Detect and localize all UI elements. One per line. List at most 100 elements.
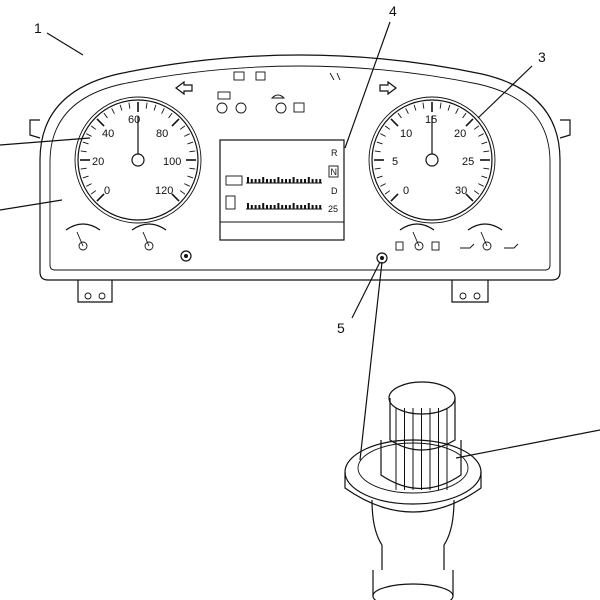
tick-mark (384, 125, 391, 130)
tick-mark (478, 183, 484, 187)
tick-mark (96, 118, 105, 127)
tacho-tick-label: 25 (462, 156, 474, 168)
tachometer-tick-labels: 0 5 10 15 20 25 30 (392, 114, 474, 197)
tacho-tick-label: 10 (400, 128, 412, 140)
tick-mark (171, 193, 180, 202)
tick-mark (465, 193, 474, 202)
bar-graph-segment (288, 205, 291, 209)
tick-mark (390, 118, 399, 127)
glow-plug-icon (293, 102, 305, 113)
lcd-display: R N D 25 (219, 139, 345, 241)
tacho-tick-label: 0 (403, 185, 409, 197)
seatbelt-icon (217, 91, 231, 100)
gear-n-box (328, 165, 339, 178)
tick-mark (455, 108, 459, 114)
tick-mark (483, 150, 490, 153)
callout-3: 3 (538, 49, 546, 65)
tick-mark (374, 167, 381, 170)
bar-graph-segment (304, 179, 306, 183)
aux-gauge-left-1 (65, 223, 101, 251)
fuel-icon (431, 241, 440, 251)
bar-graph-segment (300, 179, 303, 183)
bar-graph-segment (258, 179, 261, 183)
left-reset-knob (180, 250, 192, 262)
tick-mark (189, 167, 196, 170)
tick-mark (462, 112, 467, 119)
tick-mark (86, 183, 92, 187)
tick-mark (168, 112, 173, 119)
fuel-pump-icon (225, 195, 236, 210)
bar-graph-segment (266, 179, 268, 183)
bar-graph-segment (311, 179, 314, 183)
tacho-tick-label: 15 (425, 114, 437, 126)
tick-mark (397, 112, 402, 119)
turn-left-arrow-icon (175, 80, 193, 96)
tick-mark (390, 193, 399, 202)
tick-mark (481, 141, 488, 145)
tachometer: 0 5 10 15 20 25 30 (368, 96, 496, 224)
tick-mark (376, 141, 383, 145)
tick-mark (153, 104, 157, 111)
tick-mark (96, 193, 105, 202)
bar-graph-segment (277, 203, 280, 209)
bar-graph-segment (315, 179, 318, 183)
bar-graph-segment (307, 177, 310, 183)
bar-graph-segment (247, 177, 249, 183)
brake-warning-icon (233, 71, 245, 81)
tick-mark (473, 190, 480, 195)
callout-5: 5 (337, 320, 345, 336)
oil-can-icon-2 (504, 243, 519, 249)
aux-gauge-left-2 (131, 223, 167, 251)
odometer-readout: 25 (328, 204, 338, 214)
tick-mark (171, 118, 180, 127)
bar-graph-segment (254, 205, 257, 209)
bar-graph-segment (262, 177, 265, 183)
bar-graph-segment (300, 205, 303, 209)
tacho-tick-label: 30 (455, 185, 467, 197)
bar-graph-segment (319, 205, 322, 209)
callout-1: 1 (34, 20, 42, 36)
bar-graph-segment (285, 205, 287, 209)
gear-r: R (331, 148, 338, 158)
tick-mark (376, 175, 383, 179)
speedo-tick-label: 80 (156, 128, 168, 140)
tick-mark (384, 190, 391, 195)
bar-graph-segment (296, 205, 299, 209)
tick-mark (80, 150, 87, 153)
callout-4: 4 (389, 3, 397, 19)
bar-graph-segment (285, 179, 287, 183)
tacho-tick-label: 5 (392, 156, 398, 168)
tick-mark (82, 175, 89, 179)
tick-mark (413, 104, 417, 111)
speedo-tick-label: 20 (92, 156, 104, 168)
bar-graph-segment (281, 179, 284, 183)
oil-can-icon (460, 243, 475, 249)
speedo-tick-label: 120 (155, 185, 173, 197)
bar-graph-segment (277, 177, 280, 183)
bar-graph-segment (266, 205, 268, 209)
tick-mark (111, 108, 115, 114)
tick-mark (184, 183, 190, 187)
tick-mark (90, 190, 97, 195)
bar-graph-segment (304, 205, 306, 209)
speedo-tick-label: 40 (102, 128, 114, 140)
gear-n: N (331, 167, 338, 177)
tick-mark (103, 112, 108, 119)
bar-graph-segment (292, 177, 295, 183)
fuel-warning-icon (329, 72, 341, 81)
speedometer-tick-marks (80, 102, 196, 202)
bar-graph-segment (292, 203, 295, 209)
trip-reset-knob-detail (344, 381, 482, 600)
tick-mark (447, 104, 451, 111)
bar-graph-segment (307, 203, 310, 209)
tick-mark (179, 125, 186, 130)
bar-graph-segment (262, 203, 265, 209)
bar-graph-segment (269, 179, 272, 183)
tick-mark (187, 141, 194, 145)
trip-reset-button (376, 252, 388, 264)
tick-mark (119, 104, 123, 111)
bar-graph-segment (254, 179, 257, 183)
tachometer-tick-marks (374, 102, 490, 202)
bar-graph-segment (273, 205, 276, 209)
bar-graph-segment (250, 205, 253, 209)
